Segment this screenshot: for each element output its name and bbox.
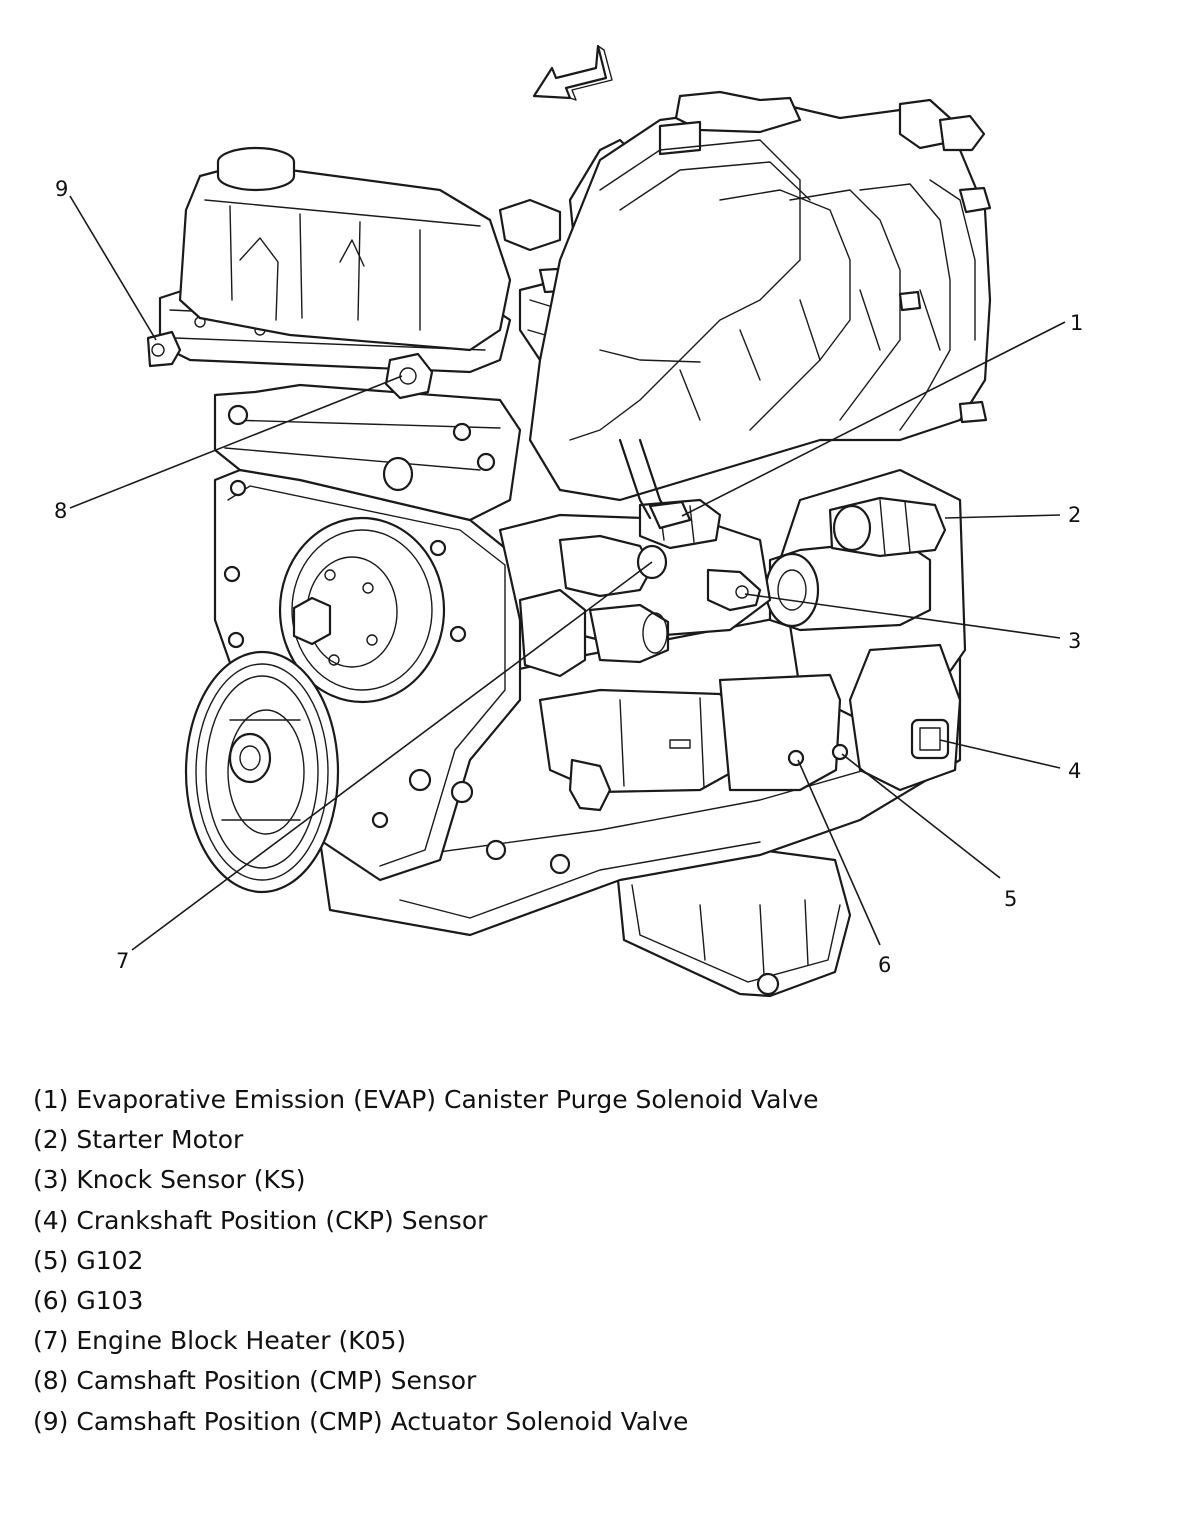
component-legend: (1) Evaporative Emission (EVAP) Canister… — [33, 1080, 1133, 1442]
front-direction-arrow-icon — [532, 44, 613, 101]
legend-item-4: (4) Crankshaft Position (CKP) Sensor — [33, 1205, 488, 1235]
legend-item-3: (3) Knock Sensor (KS) — [33, 1165, 306, 1195]
callout-9: 9 — [55, 177, 68, 201]
engine-illustration — [146, 90, 992, 998]
callout-4: 4 — [1068, 759, 1081, 783]
leader-line-5 — [841, 753, 1001, 879]
leader-lines — [69, 195, 1066, 951]
callout-2: 2 — [1068, 503, 1081, 527]
leader-line-7 — [131, 561, 653, 951]
legend-item-7: (7) Engine Block Heater (K05) — [33, 1326, 407, 1356]
callout-1: 1 — [1070, 311, 1083, 335]
leader-line-1 — [681, 321, 1066, 517]
leader-line-2 — [944, 514, 1061, 519]
callout-8: 8 — [54, 499, 67, 523]
legend-item-9: (9) Camshaft Position (CMP) Actuator Sol… — [33, 1406, 689, 1436]
callout-5: 5 — [1004, 887, 1017, 911]
leader-line-4 — [939, 739, 1061, 769]
leader-line-8 — [69, 375, 403, 509]
callout-3: 3 — [1068, 629, 1081, 653]
legend-item-1: (1) Evaporative Emission (EVAP) Canister… — [33, 1085, 819, 1114]
callout-6: 6 — [878, 953, 891, 977]
callout-7: 7 — [116, 949, 129, 973]
legend-item-5: (5) G102 — [33, 1245, 144, 1275]
leader-line-6 — [797, 759, 881, 946]
leader-line-9 — [69, 195, 157, 341]
legend-item-8: (8) Camshaft Position (CMP) Sensor — [33, 1366, 477, 1396]
leader-line-3 — [744, 593, 1061, 639]
legend-item-2: (2) Starter Motor — [33, 1125, 244, 1155]
callout-numbers: 1 2 3 4 5 6 7 8 9 — [54, 177, 1083, 977]
legend-item-6: (6) G103 — [33, 1285, 144, 1315]
engine-diagram-svg: 1 2 3 4 5 6 7 8 9 — [54, 44, 1083, 998]
engine-diagram: 1 2 3 4 5 6 7 8 9 — [54, 44, 1083, 998]
